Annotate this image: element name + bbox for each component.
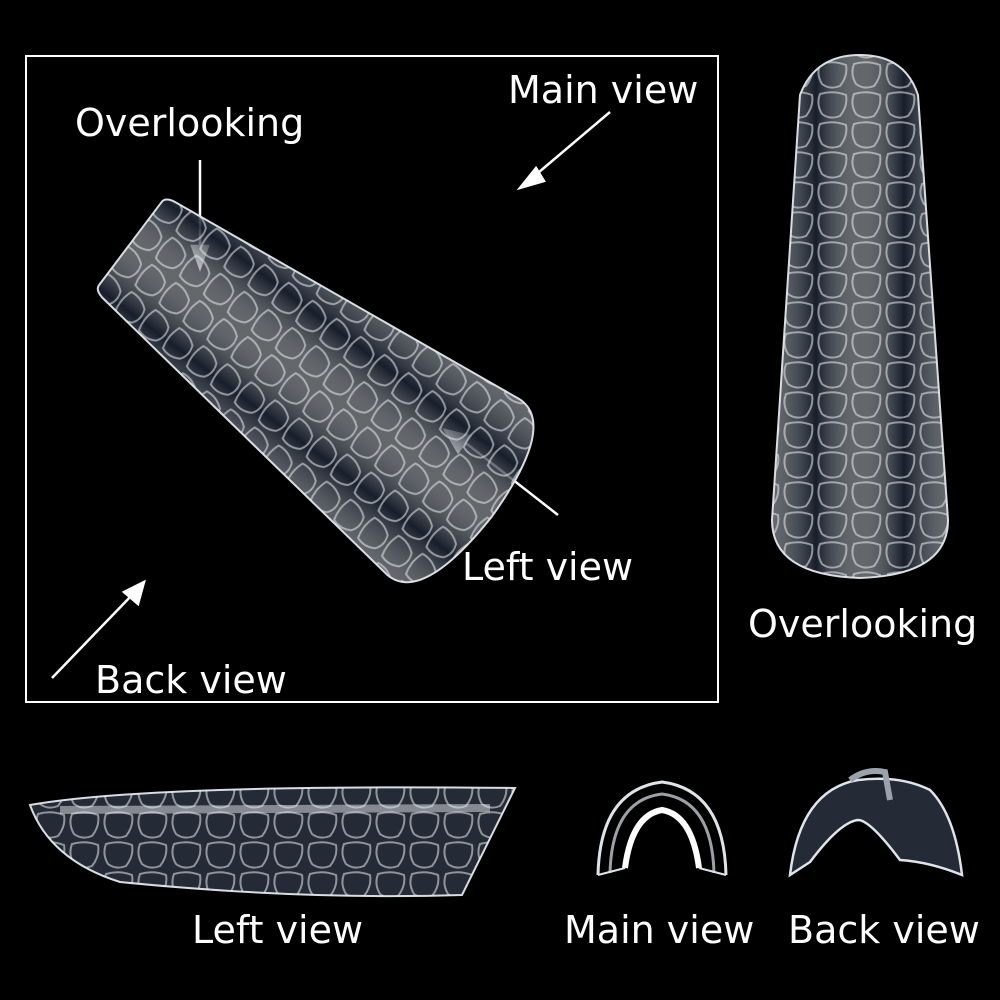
back-view-label-box: Back view [95,658,287,702]
diagram-frame [25,55,719,703]
main-view-label-box: Main view [508,68,699,112]
main-view-label-bottom: Main view [564,908,755,952]
nail-tip-vertical [770,53,950,580]
overlooking-label-box: Overlooking [75,101,305,145]
nail-tip-back [788,768,964,878]
left-view-label-bottom: Left view [192,908,364,952]
nail-tip-side [28,786,517,898]
nail-tip-front [596,780,728,876]
left-view-label-box: Left view [462,545,634,589]
back-view-label-bottom: Back view [788,908,980,952]
arrow-back-view [51,579,146,679]
arrow-main-view [516,111,611,191]
overlooking-label-right: Overlooking [748,602,978,646]
nail-tip-diagonal [96,198,535,584]
